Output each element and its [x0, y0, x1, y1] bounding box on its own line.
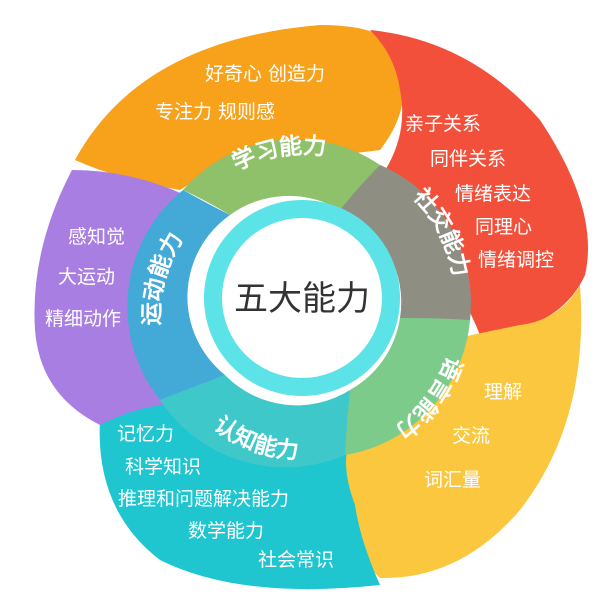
ring-motor	[127, 190, 230, 400]
cognition-item: 科学知识	[125, 456, 201, 478]
social-item: 亲子关系	[405, 113, 481, 135]
petal-cognition	[99, 400, 381, 590]
ring-cognition	[160, 375, 350, 468]
social-item: 同伴关系	[430, 148, 506, 170]
cognition-item: 数学能力	[188, 520, 264, 542]
cognition-item: 记忆力	[117, 423, 174, 445]
motor-item: 精细动作	[45, 308, 121, 330]
social-item: 情绪表达	[455, 183, 531, 205]
social-item: 同理心	[475, 216, 532, 238]
learning-item: 专注力 规则感	[155, 101, 275, 123]
language-item: 理解	[484, 381, 522, 403]
language-item: 交流	[452, 425, 490, 447]
learning-item: 好奇心 创造力	[205, 63, 325, 85]
ring-learning	[183, 139, 380, 215]
social-item: 情绪调控	[478, 249, 554, 271]
motor-item: 感知觉	[68, 226, 125, 248]
petal-language	[343, 285, 582, 579]
language-item: 词汇量	[424, 469, 481, 491]
ring-language	[345, 318, 470, 455]
ring-social	[340, 165, 471, 320]
center-label: 五大能力	[234, 279, 370, 319]
motor-item: 大运动	[58, 266, 115, 288]
center-circle	[222, 218, 382, 378]
cognition-item: 社会常识	[258, 549, 334, 571]
cognition-item: 推理和问题解决能力	[118, 488, 289, 510]
petal-social	[370, 30, 588, 335]
